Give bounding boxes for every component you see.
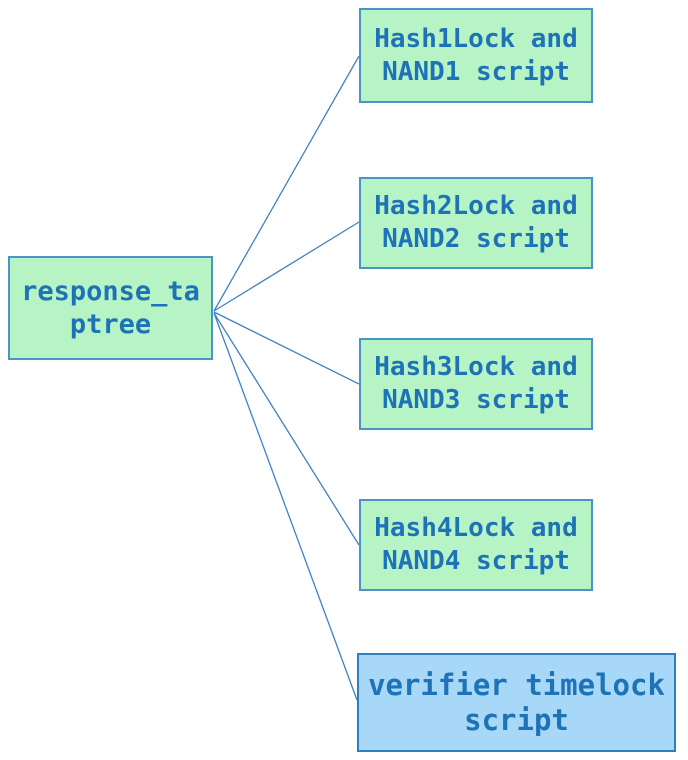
node-hash4-nand4-script: Hash4Lock and NAND4 script — [359, 499, 593, 591]
node-label-line: Hash4Lock and — [374, 513, 578, 543]
node-label-line: NAND2 script — [382, 224, 570, 254]
edge-root-to-hash2-nand2 — [213, 221, 360, 312]
edge-root-to-hash1-nand1 — [213, 55, 360, 312]
node-hash1-nand1-script: Hash1Lock and NAND1 script — [359, 8, 593, 103]
node-label-line: response_ta — [21, 276, 200, 307]
node-label-line: NAND4 script — [382, 546, 570, 576]
node-response-taptree: response_ta ptree — [8, 256, 213, 360]
node-hash3-nand3-script: Hash3Lock and NAND3 script — [359, 338, 593, 430]
edge-root-to-verifier-timelock — [213, 312, 358, 701]
edge-root-to-hash4-nand4 — [213, 312, 360, 546]
node-label-line: NAND3 script — [382, 385, 570, 415]
node-label-line: Hash1Lock and — [374, 23, 578, 54]
node-verifier-timelock-script: verifier timelock script — [357, 653, 676, 752]
node-label-line: script — [464, 702, 569, 737]
edge-root-to-hash3-nand3 — [213, 311, 360, 385]
node-hash2-nand2-script: Hash2Lock and NAND2 script — [359, 177, 593, 269]
node-label-line: Hash3Lock and — [374, 352, 578, 382]
node-label-line: ptree — [69, 309, 152, 340]
node-label-line: NAND1 script — [382, 56, 570, 87]
node-label-line: verifier timelock — [368, 667, 665, 702]
node-label-line: Hash2Lock and — [374, 191, 578, 221]
